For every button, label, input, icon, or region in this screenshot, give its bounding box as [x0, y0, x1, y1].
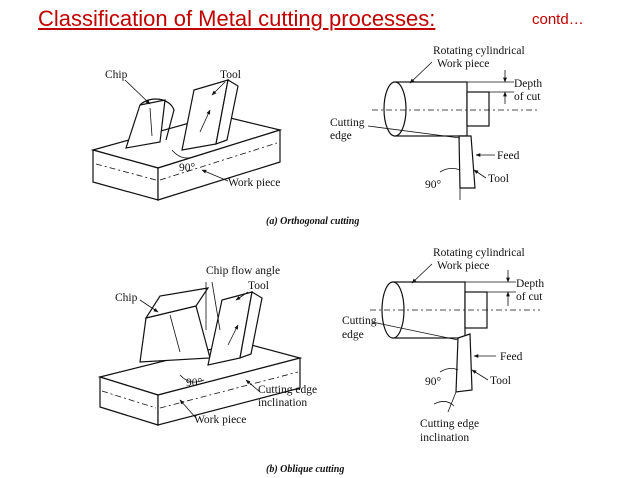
oblique-feed-label: Feed [500, 351, 523, 363]
tool-shape [458, 135, 476, 189]
oblique-incl-label-2: inclination [258, 397, 307, 409]
oblique-rotating-label-2: Work piece [437, 260, 489, 272]
chip-shape [125, 99, 166, 149]
orthogonal-angle-label: 90° [179, 162, 196, 174]
orthogonal-caption: (a) Orthogonal cutting [266, 216, 359, 227]
oblique-block-diagram [97, 281, 303, 426]
orthogonal-feed-label: Feed [497, 150, 520, 162]
oblique-tool-label: Tool [248, 280, 269, 292]
slide-title: Classification of Metal cutting processe… [38, 6, 436, 31]
orthogonal-depth-label-2: of cut [514, 91, 541, 103]
oblique-right-incl-label-1: Cutting edge [420, 418, 479, 430]
orthogonal-cutting-label-1: Cutting [330, 117, 365, 129]
oblique-workpiece-label: Work piece [194, 414, 246, 426]
orthogonal-rotating-label-1: Rotating cylindrical [433, 45, 525, 57]
orthogonal-cylinder-diagram [367, 61, 540, 200]
oblique-cylinder-diagram [370, 263, 540, 413]
oblique-depth-label-2: of cut [516, 291, 543, 303]
orthogonal-chip-label: Chip [105, 69, 128, 81]
oblique-caption: (b) Oblique cutting [266, 464, 344, 475]
oblique-depth-label-1: Depth [516, 278, 544, 290]
oblique-right-angle-label: 90° [425, 376, 442, 388]
orthogonal-depth-label-1: Depth [514, 78, 542, 90]
orthogonal-rotating-label-2: Work piece [437, 58, 489, 70]
workpiece-side-face [157, 357, 301, 426]
orthogonal-block-diagram [90, 79, 283, 201]
tool-shape [455, 333, 473, 393]
oblique-cutting-label-2: edge [342, 329, 364, 341]
oblique-right-incl-label-2: inclination [420, 432, 469, 444]
orthogonal-right-angle-label: 90° [425, 179, 442, 191]
oblique-right-tool-label: Tool [490, 375, 511, 387]
oblique-rotating-label-1: Rotating cylindrical [433, 247, 525, 259]
workpiece-side-face [157, 129, 281, 201]
orthogonal-cutting-label-2: edge [330, 130, 352, 142]
oblique-cutting-label-1: Cutting [342, 315, 377, 327]
orthogonal-right-tool-label: Tool [488, 173, 509, 185]
oblique-incl-label-1: Cutting edge [258, 384, 317, 396]
oblique-chip-flow-label: Chip flow angle [206, 265, 280, 277]
slide-contd-label: contd… [532, 11, 584, 28]
orthogonal-tool-label: Tool [220, 69, 241, 81]
oblique-chip-label: Chip [115, 292, 138, 304]
orthogonal-workpiece-label: Work piece [228, 177, 280, 189]
cylinder-body [394, 81, 468, 137]
oblique-angle-label: 90° [186, 377, 203, 389]
